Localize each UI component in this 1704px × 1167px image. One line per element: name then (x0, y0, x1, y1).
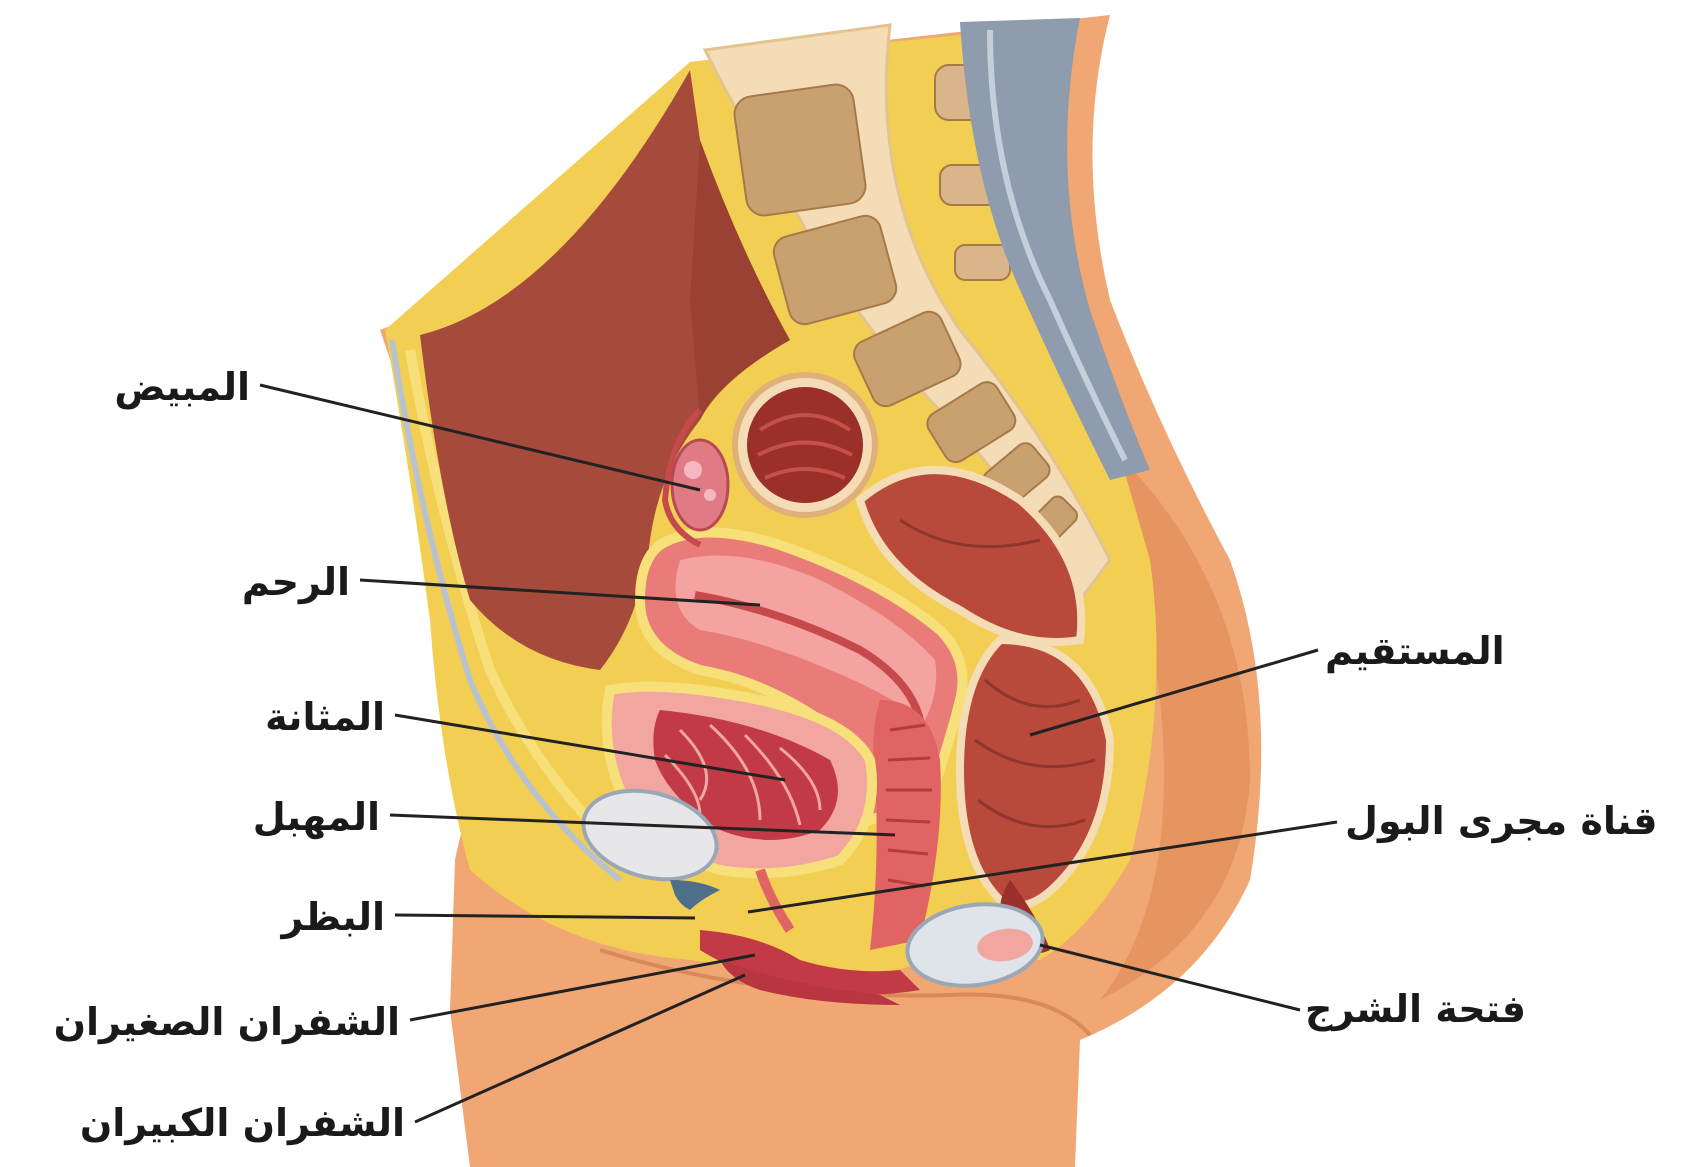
label-labia-minora: الشفران الصغيران (10, 1003, 400, 1041)
label-uterus: الرحم (150, 563, 350, 601)
label-anus: فتحة الشرج (1305, 990, 1615, 1028)
label-bladder: المثانة (170, 698, 385, 736)
label-clitoris: البظر (170, 898, 385, 936)
ovary-follicle-2 (704, 489, 716, 501)
ovary-follicle (684, 461, 702, 479)
label-vagina: المهبل (170, 798, 380, 836)
colon-loop-inner (747, 387, 863, 503)
label-labia-majora: الشفران الكبيران (10, 1104, 405, 1142)
label-ovary: المبيض (60, 368, 250, 406)
label-rectum: المستقيم (1325, 632, 1625, 670)
label-urethra: قناة مجرى البول (1345, 802, 1700, 840)
